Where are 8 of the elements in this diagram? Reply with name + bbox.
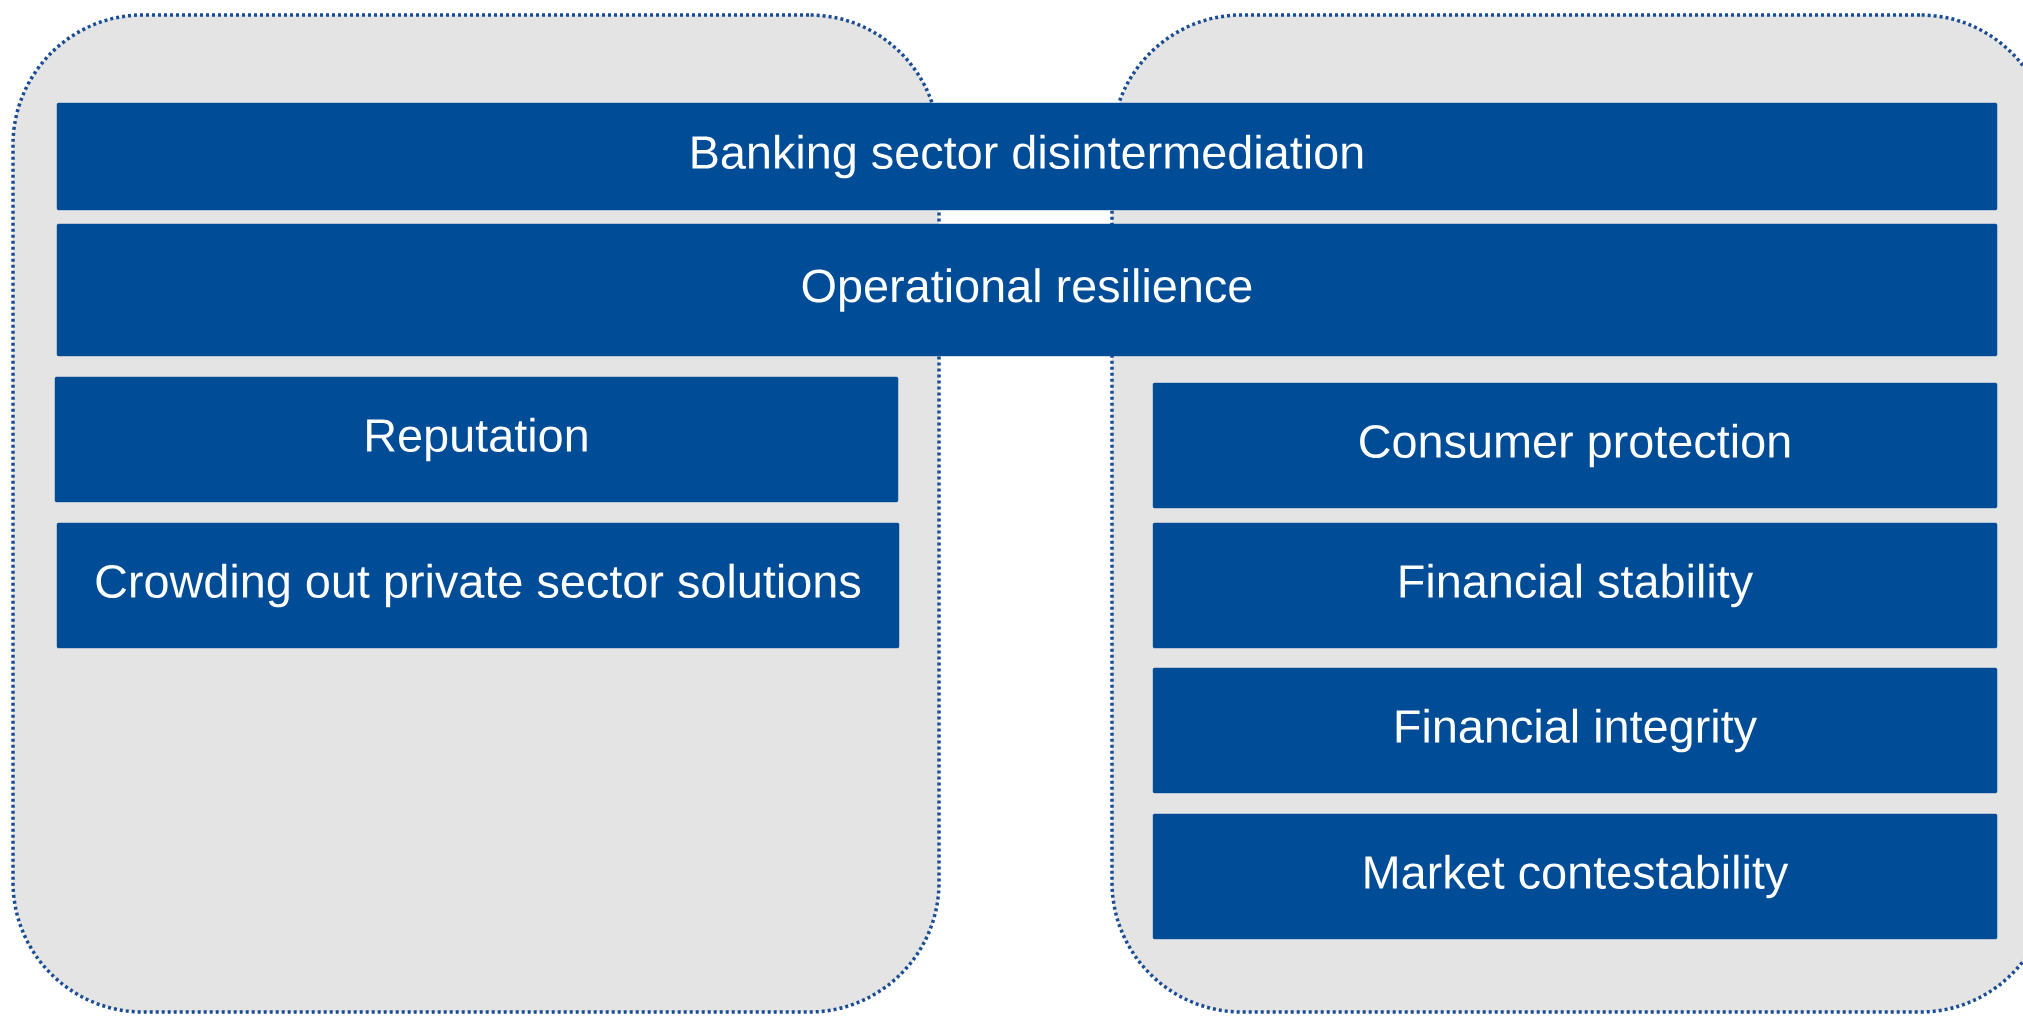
risk-bar: Consumer protection xyxy=(1152,382,1998,509)
risk-bar: Financial stability xyxy=(1152,522,1998,649)
risk-bar: Market contestability xyxy=(1152,813,1998,940)
risk-bar: Banking sector disintermediation xyxy=(56,102,1998,211)
risk-bar: Financial integrity xyxy=(1152,667,1998,794)
risk-bar: Operational resilience xyxy=(56,223,1998,357)
risk-bar: Crowding out private sector solutions xyxy=(56,522,900,649)
risk-bar: Reputation xyxy=(54,376,899,503)
